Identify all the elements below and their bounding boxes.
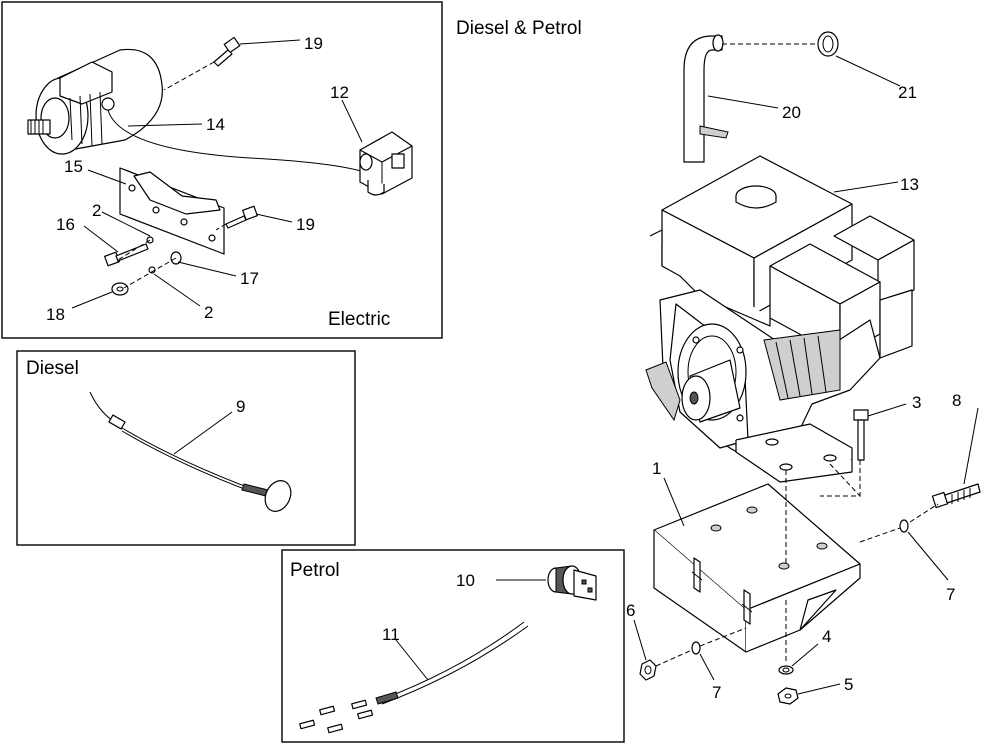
callout-11: 11 [382,625,400,644]
callout-7-right: 7 [946,585,955,604]
callout-12: 12 [330,83,349,102]
wiring-harness [299,621,529,734]
petrol-heading: Petrol [290,560,340,581]
diesel-panel-frame [16,350,356,546]
callout-4: 4 [822,627,831,646]
callout-9: 9 [236,397,245,416]
callout-3: 3 [912,393,921,412]
mounting-bracket [119,167,225,255]
callout-14: 14 [206,115,225,134]
electric-heading: Electric [328,309,390,330]
bolt-3 [853,409,869,461]
callout-5: 5 [844,675,853,694]
callout-13: 13 [900,175,919,194]
callout-15: 15 [64,157,83,176]
washer-4 [778,665,794,675]
diesel-heading: Diesel [26,358,79,379]
callout-19-side: 19 [296,215,315,234]
callout-10: 10 [456,571,475,590]
callout-20: 20 [782,103,801,122]
nut-5 [777,687,799,705]
callout-2-lower: 2 [204,303,213,322]
bolt-8 [931,483,981,509]
washer-18 [111,282,129,296]
callout-2-upper: 2 [92,201,101,220]
diesel-petrol-heading: Diesel & Petrol [456,18,582,39]
ignition-switch [547,565,597,601]
exhaust-pipe [683,34,729,163]
callout-6: 6 [626,601,635,620]
callout-7-left: 7 [712,683,721,702]
engine-13 [645,155,915,483]
bolt-19-side [225,205,258,229]
bolt-19-top [213,36,241,67]
callout-19-top: 19 [304,34,323,53]
motor-cable [107,109,366,173]
callout-8: 8 [952,391,961,410]
washer-7-left [691,641,701,655]
nut-6 [639,659,657,681]
washer-7-right [899,519,909,533]
pipe-clamp [817,31,839,57]
callout-17: 17 [240,269,259,288]
base-plate [653,483,861,653]
callout-16: 16 [56,215,75,234]
diesel-stop-cable [89,391,292,512]
callout-18: 18 [46,305,65,324]
junction-box [359,131,413,196]
bolt-16 [104,243,149,267]
callout-1: 1 [652,459,661,478]
electric-motor [27,48,163,155]
petrol-panel-frame [281,549,625,743]
callout-21: 21 [898,83,917,102]
electric-panel-frame [1,1,443,339]
